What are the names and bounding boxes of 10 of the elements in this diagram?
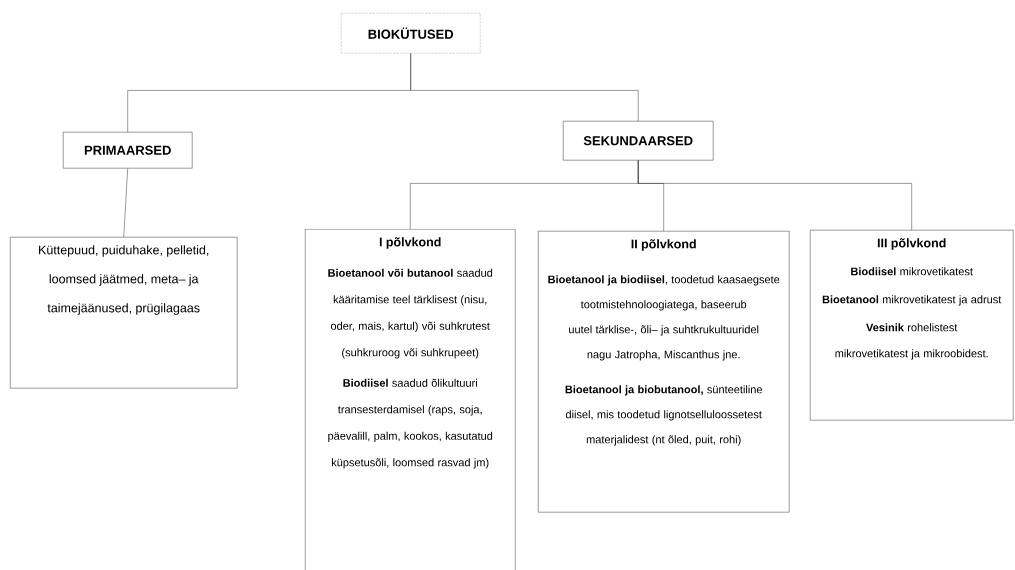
text-box: II põlvkond Bioetanool ja biodiisel, toodetud kaasaegsete tootmistehnoloogiatega, baseerub uutel tärklise-, õli– ja suhtkrukultuuridel nagu Jatropha, Miscanthus jne. Bioetanool ja biobutanool, sünteetiline diisel, mis toodetud lignotselluloossetest materjalidest (nt õled, puit, rohi) [538, 231, 790, 513]
connector-line [410, 53, 639, 122]
text-box: III põlvkond Biodiisel mikrovetikatest Bioetanool mikrovetikatest ja adrust Vesinik rohelistest mikrovetikatest ja mikroobidest. [810, 230, 1014, 421]
connector-line [123, 168, 128, 238]
category-box: PRIMAARSED [63, 132, 193, 169]
text-box: I põlvkond Bioetanool või butanool saadud kääritamise teel tärklisest (nisu, oder, mais, kartul) või suhkrutest (suhkruroog või suhkrupeet) Biodiisel saadud õlikultuuri transesterdamisel (raps, soja, päevalill, palm, kookos, kasutatud küpsetusõli, loomsed rasvad jm) [305, 229, 516, 570]
connector-line [638, 160, 912, 231]
text-box: Küttepuud, puiduhake, pelletid, loomsed jäätmed, meta– ja taimejäänused, prügilagaas [10, 237, 238, 389]
title-box: BIOKÜTUSED [341, 13, 481, 54]
category-box: SEKUNDAARSED [563, 121, 714, 161]
